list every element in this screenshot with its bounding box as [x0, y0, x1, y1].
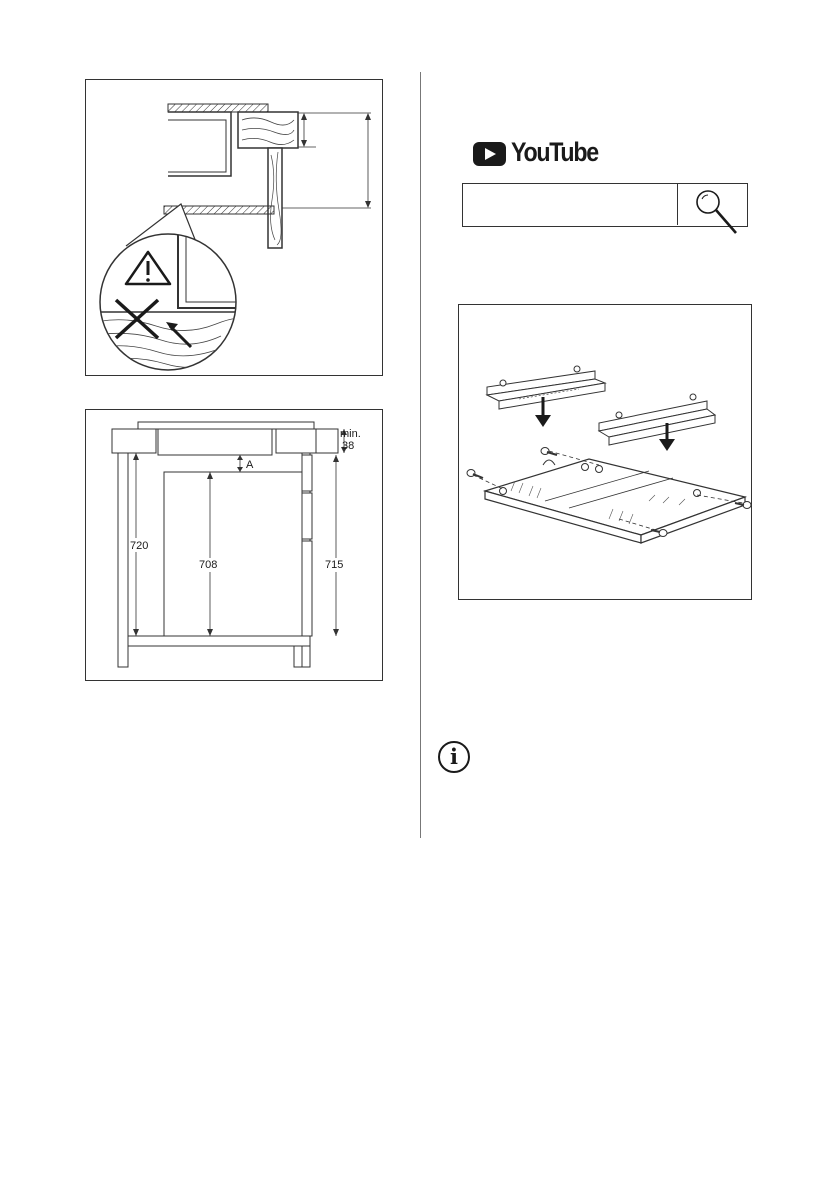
figure-rail-assembly	[458, 304, 752, 600]
min-label: min.	[340, 428, 361, 440]
height-715-label: 715	[325, 559, 343, 571]
column-divider	[420, 72, 421, 838]
youtube-play-icon	[473, 142, 506, 166]
arrow-down-icon	[535, 415, 551, 427]
right-rail	[599, 394, 715, 445]
youtube-search-input[interactable]	[463, 184, 677, 225]
youtube-logo: YouTube	[473, 140, 588, 170]
left-rail	[487, 366, 605, 409]
gap-a-label: A	[246, 459, 254, 471]
info-icon: i	[438, 741, 470, 773]
screw-icon	[467, 470, 483, 479]
min-value-label: 38	[342, 440, 354, 452]
worktop-warning-drawing	[86, 80, 384, 377]
youtube-search-box	[462, 183, 748, 227]
height-720-label: 720	[130, 540, 148, 552]
arrow-down-icon	[659, 439, 675, 451]
screw-icon	[541, 448, 557, 456]
figure-worktop-warning	[85, 79, 383, 376]
base-tray	[485, 459, 745, 543]
height-708-label: 708	[199, 559, 217, 571]
youtube-logo-text: YouTube	[511, 137, 598, 168]
search-button[interactable]	[677, 184, 746, 225]
rail-assembly-drawing	[459, 305, 753, 601]
figure-cabinet-dimensions: min. 38 A 720 708 715	[85, 409, 383, 681]
cabinet-dimensions-drawing: min. 38 A 720 708 715	[86, 410, 384, 682]
magnifier-icon	[678, 184, 747, 244]
